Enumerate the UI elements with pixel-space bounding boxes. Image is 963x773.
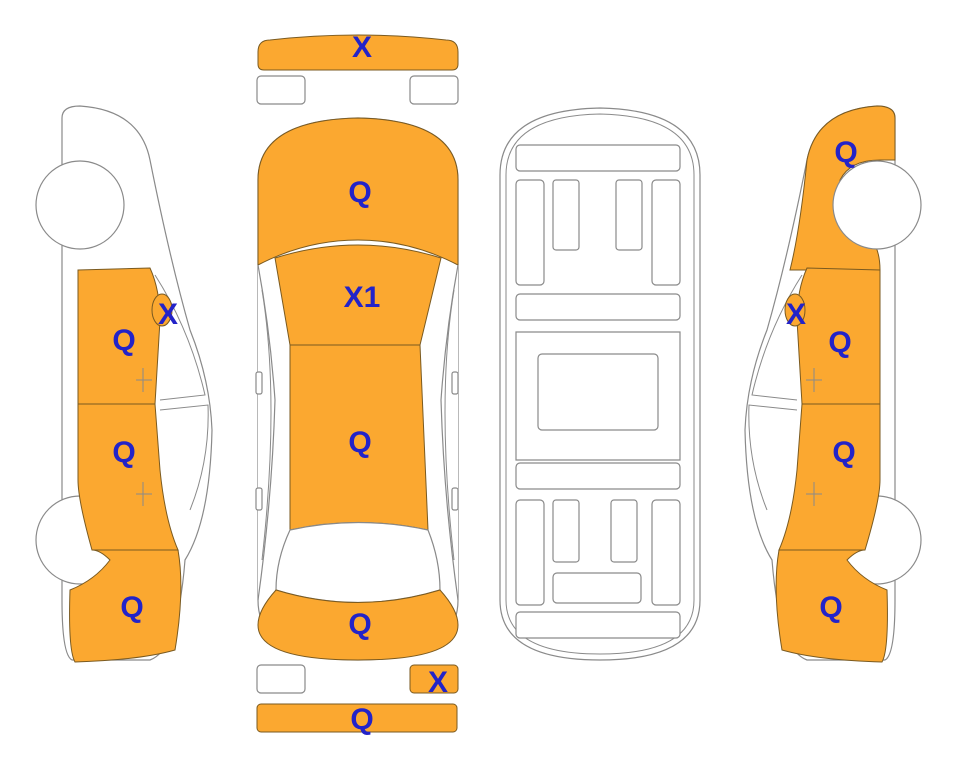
marker-hood: Q xyxy=(348,176,371,209)
right-front-fender[interactable] xyxy=(789,105,896,271)
right-mirror[interactable] xyxy=(784,293,806,327)
trunk-panel[interactable] xyxy=(257,589,459,661)
rear-right-light[interactable] xyxy=(409,664,459,694)
left-side-view xyxy=(35,105,213,663)
marker-left-mirror: X xyxy=(158,298,178,331)
front-left-light[interactable] xyxy=(256,75,306,105)
top-view xyxy=(255,34,459,733)
right-front-wheel xyxy=(832,160,922,250)
front-bumper-strip[interactable] xyxy=(257,34,459,71)
rear-window xyxy=(275,521,441,604)
underside-view xyxy=(499,107,701,661)
marker-right-mirror: X xyxy=(786,298,806,331)
damage-markers: X Q X1 Q Q X Q X Q Q Q Q X Q Q Q xyxy=(112,31,857,736)
marker-right-front-door: Q xyxy=(828,326,851,359)
marker-left-front-door: Q xyxy=(112,324,135,357)
right-rear-fender[interactable] xyxy=(775,549,888,663)
marker-trunk: Q xyxy=(348,608,371,641)
marker-right-front-fender: Q xyxy=(834,136,857,169)
rear-left-light[interactable] xyxy=(256,664,306,694)
marker-right-rear-fender: Q xyxy=(819,591,842,624)
marker-right-rear-door: Q xyxy=(832,436,855,469)
left-mirror[interactable] xyxy=(151,293,173,327)
marker-rear-right-light: X xyxy=(428,666,448,699)
left-front-wheel xyxy=(35,160,125,250)
hood-panel[interactable] xyxy=(257,117,459,266)
left-rear-fender[interactable] xyxy=(69,549,182,663)
marker-front-bumper: X xyxy=(352,31,372,64)
windshield-panel[interactable] xyxy=(274,244,442,346)
front-right-light[interactable] xyxy=(409,75,459,105)
right-side-view xyxy=(744,105,922,663)
marker-rear-bumper: Q xyxy=(350,703,373,736)
rear-bumper-strip[interactable] xyxy=(256,703,458,733)
marker-windshield: X1 xyxy=(344,281,381,314)
marker-left-rear-fender: Q xyxy=(120,591,143,624)
marker-roof: Q xyxy=(348,426,371,459)
marker-left-rear-door: Q xyxy=(112,436,135,469)
